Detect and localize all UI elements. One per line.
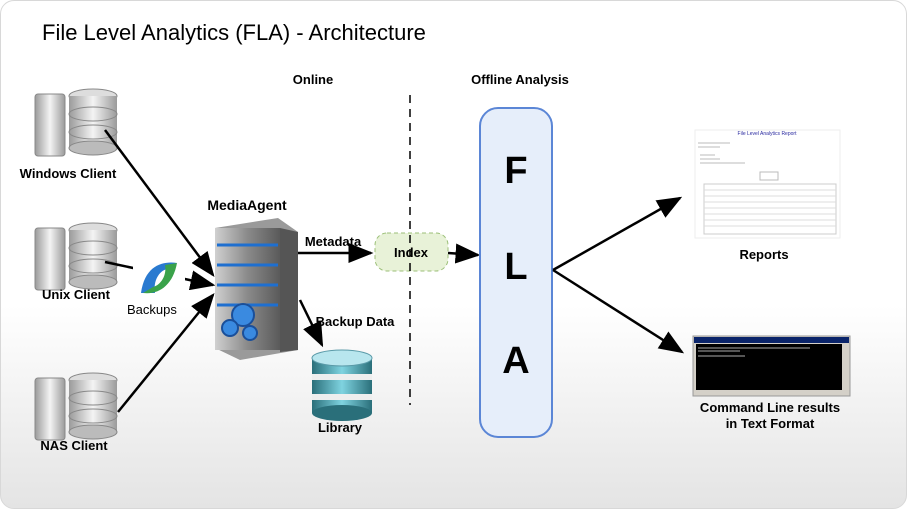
fla-letter-l: L	[504, 246, 528, 288]
library-label: Library	[317, 420, 363, 435]
command-window-thumbnail	[692, 335, 851, 397]
offline-analysis-label: Offline Analysis	[471, 72, 569, 87]
report-thumbnail-title: File Level Analytics Report	[737, 131, 797, 137]
database-icon	[311, 349, 373, 421]
backup-logo-icon	[133, 255, 185, 299]
index-box	[374, 232, 449, 272]
fla-to-cmd-arrow	[552, 268, 685, 354]
index-to-fla-arrow	[447, 243, 481, 264]
cmd-label-line2: in Text Format	[725, 416, 815, 431]
windows-client-label: Windows Client	[19, 166, 117, 181]
nas-client-label: NAS Client	[40, 438, 108, 453]
unix-client-label: Unix Client	[42, 287, 110, 302]
metadata-label: Metadata	[304, 234, 362, 249]
fla-to-reports-arrow	[552, 196, 683, 272]
online-label: Online	[292, 72, 334, 87]
page-title: File Level Analytics (FLA) - Architectur…	[42, 20, 426, 45]
fla-letter-a: A	[502, 340, 530, 382]
backup-data-arrow	[298, 299, 324, 348]
fla-letter-f: F	[504, 150, 528, 192]
reports-label: Reports	[739, 247, 789, 262]
fla-box	[479, 107, 553, 438]
mediaagent-label: MediaAgent	[207, 197, 287, 213]
index-label: Index	[394, 245, 428, 260]
backups-label: Backups	[127, 302, 177, 317]
windows-client-icon	[34, 88, 118, 157]
backup-data-label: Backup Data	[315, 314, 395, 329]
nas-client-icon	[34, 372, 118, 441]
cmd-label-line1: Command Line results	[699, 400, 841, 415]
report-thumbnail	[694, 129, 841, 239]
server-tower-icon	[215, 218, 298, 360]
unix-client-icon	[34, 222, 118, 291]
